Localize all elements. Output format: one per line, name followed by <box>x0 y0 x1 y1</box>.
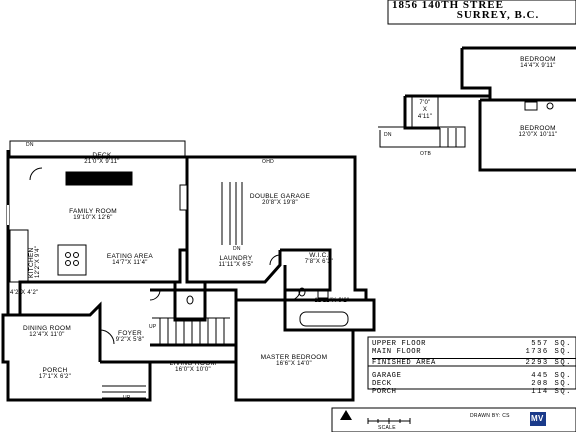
sink <box>317 289 329 299</box>
living-room-wall <box>148 362 238 400</box>
porch-steps <box>102 385 146 399</box>
title-line-1: 1856 140TH STREE <box>392 0 504 11</box>
ensuite-wall <box>283 290 353 332</box>
kitchen-counter <box>9 229 29 283</box>
door-swing <box>149 289 161 301</box>
mark-ohd: OHD <box>262 159 275 165</box>
areas-box <box>367 336 576 390</box>
laundry-wall <box>185 250 282 284</box>
mark-dn-laundry: DN <box>233 246 241 252</box>
door-swing <box>289 289 301 301</box>
upper-closet <box>411 95 439 129</box>
door-swing <box>99 329 115 345</box>
upper-rail <box>378 126 466 148</box>
main-stairs <box>152 317 230 345</box>
upper-stairs <box>439 128 457 147</box>
title-line-2: SURREY, B.C. <box>456 9 540 21</box>
scale-label: SCALE <box>378 425 396 431</box>
fireplace <box>65 171 133 186</box>
deck-outline <box>9 140 186 158</box>
upper-bedroom1-wall <box>460 46 576 100</box>
mark-up-porch: UP <box>123 395 131 401</box>
room-label-upper-closet: 7'0" X 4'11" <box>417 100 433 120</box>
footer-box <box>331 407 576 432</box>
toilet <box>298 287 306 297</box>
title-box <box>387 0 576 25</box>
wic-wall <box>280 248 332 292</box>
stair-wall <box>150 288 238 347</box>
logo-mark <box>530 412 546 426</box>
dining-wall <box>8 301 102 362</box>
toilet <box>186 295 194 305</box>
divider <box>372 357 576 359</box>
room-label-ensuite: 11'11"X 9'2" <box>314 298 350 304</box>
drawn-by-label: DRAWN BY: CS <box>470 413 510 419</box>
mark-dn-upper: DN <box>384 132 392 138</box>
logo-text: MV <box>531 414 544 423</box>
upper-bath-fixture <box>524 101 538 111</box>
room-label-wic: W.I.C.7'8"X 6'3" <box>304 252 334 265</box>
scale-bar <box>367 418 411 424</box>
kitchen-island <box>57 244 87 276</box>
mark-up-stairs: UP <box>149 324 157 330</box>
north-arrow-icon <box>340 410 352 420</box>
room-label-small-room: 4'2"X 4'2" <box>10 290 39 296</box>
door-swing <box>29 167 43 181</box>
mark-otb: OTB <box>420 151 432 157</box>
mark-dn-deck: DN <box>26 142 34 148</box>
laundry-bath-wall <box>173 282 207 322</box>
upper-floor-outline <box>403 94 576 172</box>
door-swing <box>269 254 281 266</box>
bathtub <box>299 311 349 327</box>
